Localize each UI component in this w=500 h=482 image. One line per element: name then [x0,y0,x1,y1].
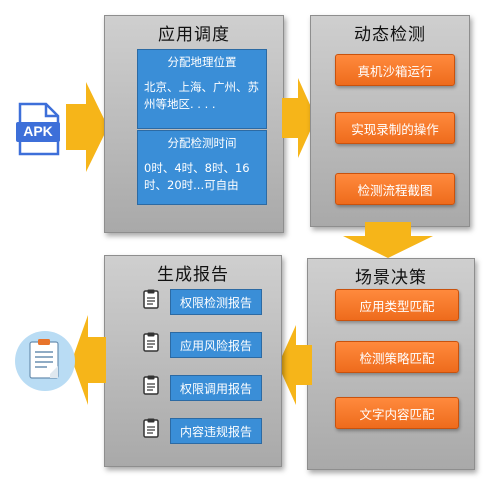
permission-check-report-button[interactable]: 权限检测报告 [170,289,262,315]
geo-allocation-title: 分配地理位置 [167,55,237,69]
panel-report-generation: 生成报告 权限检测报告 应用风险报告 权限调用报告 内容违规报告 [104,255,282,467]
time-allocation-title: 分配检测时间 [167,136,237,150]
panel-app-scheduling: 应用调度 分配地理位置 北京、上海、广州、苏州等地区. . . . 分配检测时间… [104,15,284,233]
panel-title: 应用调度 [158,25,230,45]
clipboard-icon [143,418,159,442]
geo-allocation-body: 北京、上海、广州、苏州等地区. . . . [144,80,259,111]
panel-dynamic-detection: 动态检测 真机沙箱运行 实现录制的操作 检测流程截图 [310,15,470,227]
panel-scene-decision: 场景决策 应用类型匹配 检测策略匹配 文字内容匹配 [307,258,475,470]
clipboard-icon [143,332,159,356]
panel-title: 场景决策 [355,268,427,288]
arrow-report-to-output [72,315,106,405]
panel-title: 动态检测 [354,25,426,45]
apk-file-icon: APK [16,102,60,156]
arrow-decision-to-report [278,325,312,405]
text-content-match-button[interactable]: 文字内容匹配 [335,397,459,429]
replay-operations-button[interactable]: 实现录制的操作 [335,112,455,144]
permission-call-report-button[interactable]: 权限调用报告 [170,375,262,401]
strategy-match-button[interactable]: 检测策略匹配 [335,341,459,373]
clipboard-icon [143,289,159,313]
apk-label: APK [23,123,53,139]
arrow-scheduling-to-detection [282,78,316,158]
clipboard-icon [143,375,159,399]
screenshot-process-button[interactable]: 检测流程截图 [335,173,455,205]
time-allocation-box: 分配检测时间 0时、4时、8时、16时、20时...可自由 [137,130,267,205]
report-document-icon [14,330,76,392]
panel-title: 生成报告 [157,265,229,285]
content-violation-report-button[interactable]: 内容违规报告 [170,418,262,444]
time-allocation-body: 0时、4时、8时、16时、20时...可自由 [144,161,250,192]
arrow-detection-to-decision [343,222,433,258]
app-type-match-button[interactable]: 应用类型匹配 [335,289,459,321]
geo-allocation-box: 分配地理位置 北京、上海、广州、苏州等地区. . . . [137,49,267,129]
sandbox-run-button[interactable]: 真机沙箱运行 [335,54,455,86]
arrow-apk-to-scheduling [66,82,108,172]
app-risk-report-button[interactable]: 应用风险报告 [170,332,262,358]
